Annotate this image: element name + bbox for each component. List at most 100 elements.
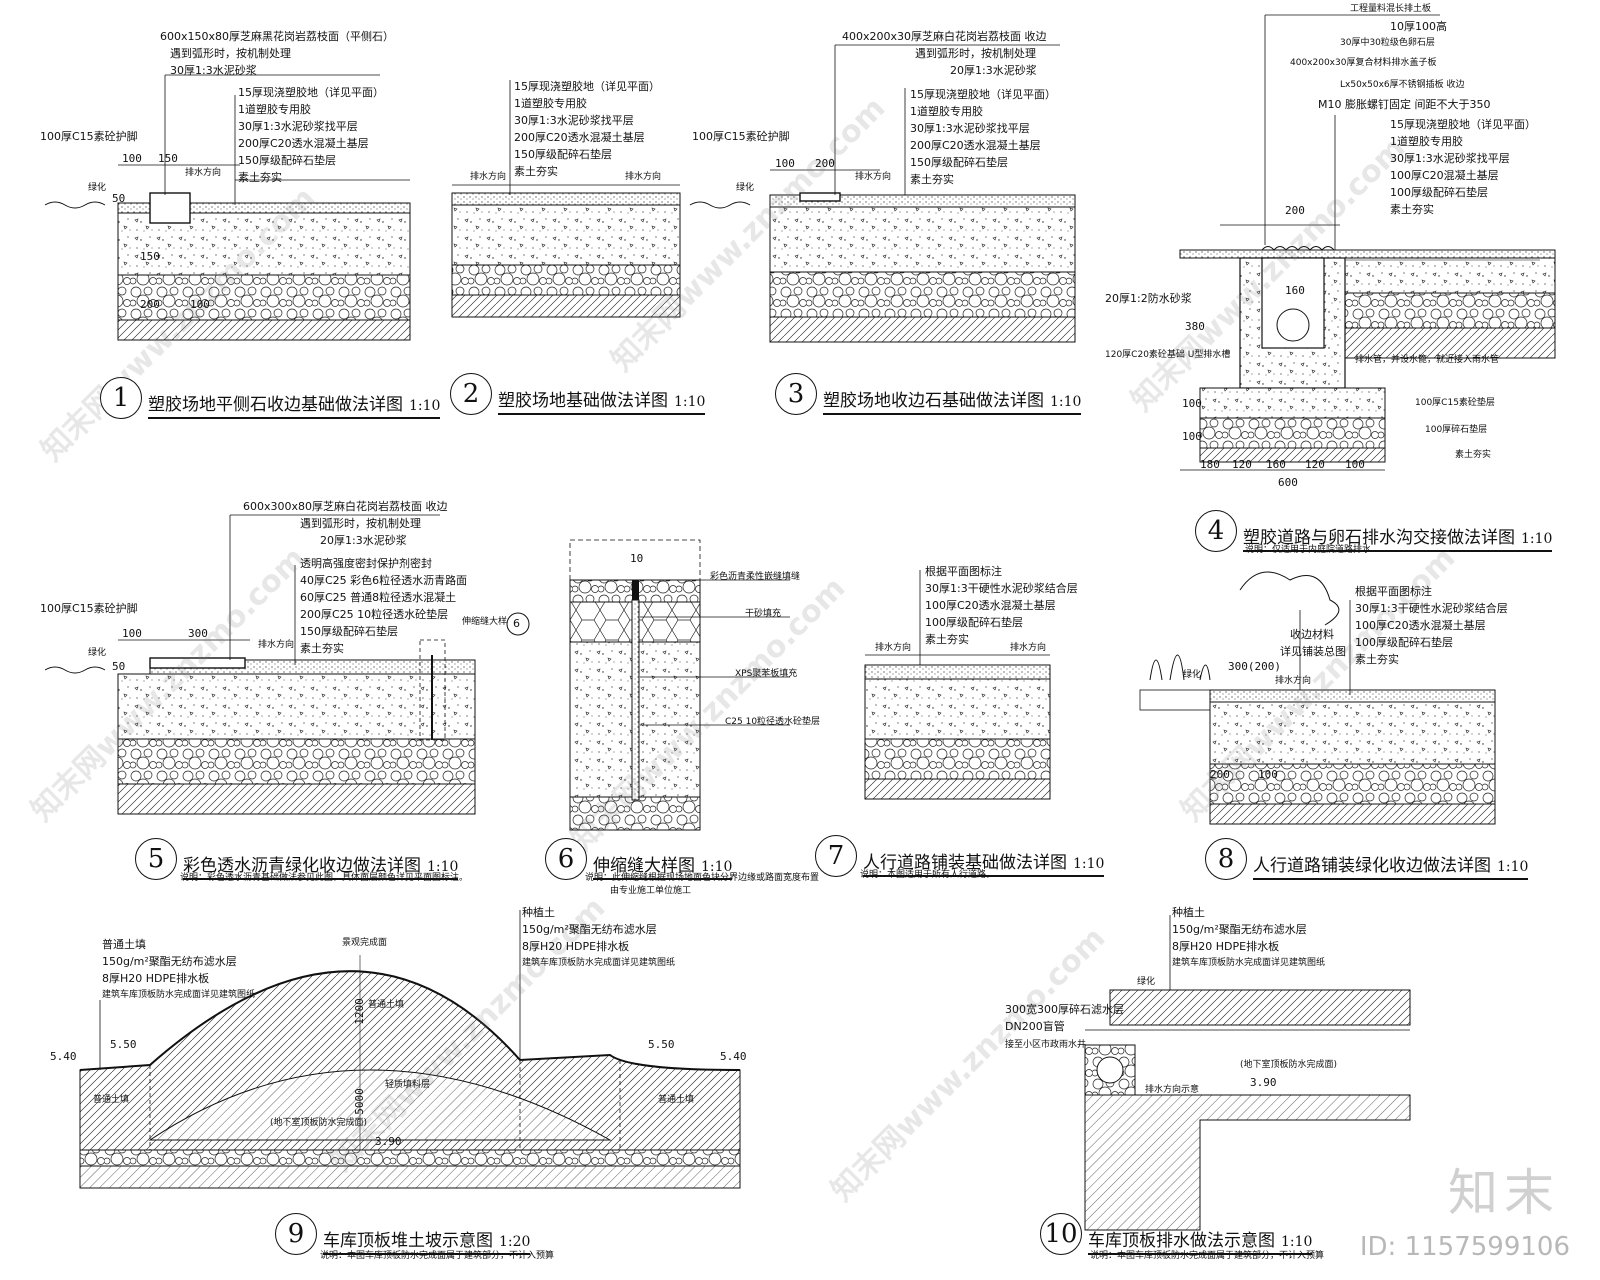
dimension: 10 [630, 552, 644, 565]
detail-10-label: 绿化 [1137, 977, 1156, 987]
elevation: 5.50 [110, 1038, 137, 1051]
dimension: 200 [1210, 768, 1230, 781]
layer-label: 15厚现浇塑胶地（详见平面） [514, 80, 660, 93]
layer-label: 素土夯实 [1390, 203, 1434, 216]
layer-label: 1道塑胶专用胶 [238, 103, 311, 116]
note-line: 遇到弧形时，按机制处理 [915, 47, 1036, 60]
layer-label: 素土夯实 [925, 633, 969, 646]
dimension: 160 [1285, 284, 1305, 297]
note-line: 8厚H20 HDPE排水板 [102, 972, 210, 985]
dimension: 150 [158, 152, 178, 165]
dimension: 100 [190, 298, 210, 311]
detail-7-section [864, 570, 1051, 800]
detail-number: 5 [135, 838, 177, 880]
note-line: 建筑车库顶板防水完成面详见建筑图纸 [102, 990, 256, 1000]
detail-6-note: 由专业施工单位施工 [610, 886, 692, 896]
detail-1-green-label: 绿化 [88, 183, 107, 193]
note-line: 400x200x30厚复合材料排水盖子板 [1290, 58, 1437, 68]
layer-label: 100厚C20混凝土基层 [1390, 169, 1499, 182]
dimension: 100 [122, 627, 142, 640]
dimension: 380 [1185, 320, 1205, 333]
note-line: M10 膨胀螺钉固定 间距不大于350 [1318, 98, 1491, 111]
detail-9-label: 轻质填料层 [385, 1080, 431, 1090]
detail-10-section [1084, 915, 1411, 1231]
detail-4-right-note: 100厚C15素砼垫层 [1415, 398, 1495, 408]
detail-9-note: 说明：本图车库顶板防水完成面属于建筑部分，不计入预算 [320, 1251, 555, 1261]
layer-label: 200厚C25 10粒径透水砼垫层 [300, 608, 449, 621]
layer-label: 150厚级配碎石垫层 [238, 154, 336, 167]
detail-number: 4 [1195, 510, 1237, 552]
detail-9-label: 普通土填 [93, 1095, 130, 1105]
detail-4-right-note: 100厚碎石垫层 [1425, 425, 1488, 435]
layer-label: 1道塑胶专用胶 [514, 97, 587, 110]
detail-10-label: 排水方向示意 [1145, 1085, 1200, 1095]
layer-label: 素土夯实 [514, 165, 558, 178]
dimension: 200 [1285, 204, 1305, 217]
detail-3-section [689, 44, 1076, 343]
dimension: 300 [188, 627, 208, 640]
layer-label: 15厚现浇塑胶地（详见平面） [238, 86, 384, 99]
detail-10-label: (地下室顶板防水完成面) [1240, 1060, 1338, 1070]
detail-8-edge-label: 详见铺装总图 [1280, 645, 1346, 658]
detail-6-label: XPS聚苯板填充 [735, 669, 798, 679]
note-line: 150g/m²聚酯无纺布滤水层 [102, 955, 237, 968]
layer-label: 30厚1:3水泥砂浆找平层 [238, 120, 358, 133]
detail-number: 2 [450, 373, 492, 415]
detail-9-label: 普通土填 [658, 1095, 695, 1105]
detail-6-label: 彩色沥青柔性嵌缝填缝 [710, 572, 801, 582]
layer-label: 1道塑胶专用胶 [910, 105, 983, 118]
detail-1-section [44, 74, 411, 341]
note-line: 10厚100高 [1390, 20, 1447, 33]
note-line: 150g/m²聚酯无纺布滤水层 [1172, 923, 1307, 936]
detail-number: 9 [275, 1213, 317, 1255]
dimension: 100 [775, 157, 795, 170]
detail-3-green-label: 绿化 [736, 183, 755, 193]
elevation: 5.40 [720, 1050, 747, 1063]
dimension: 180 [1200, 458, 1220, 471]
dimension: 160 [1266, 458, 1286, 471]
dimension: 120 [1232, 458, 1252, 471]
note-line: 种植土 [1172, 906, 1205, 919]
detail-3-left-note: 100厚C15素砼护脚 [692, 130, 790, 143]
layer-label: 150厚级配碎石垫层 [300, 625, 398, 638]
layer-label: 根据平面图标注 [1355, 585, 1432, 598]
detail-2-drain-label: 排水方向 [625, 172, 662, 182]
note-line: 普通土填 [102, 938, 146, 951]
layer-label: 100厚级配碎石垫层 [1390, 186, 1488, 199]
layer-label: 15厚现浇塑胶地（详见平面） [910, 88, 1056, 101]
detail-7-drain-label: 排水方向 [1010, 643, 1047, 653]
note-line: 30厚1:3水泥砂浆 [170, 64, 257, 77]
layer-label: 30厚1:3水泥砂浆找平层 [1390, 152, 1510, 165]
detail-2-drain-label: 排水方向 [470, 172, 507, 182]
detail-6-section [569, 539, 790, 831]
detail-8-drain-label: 排水方向 [1275, 676, 1312, 686]
dimension: 150 [140, 250, 160, 263]
detail-9-label: (地下室顶板防水完成面) [270, 1118, 368, 1128]
layer-label: 150厚级配碎石垫层 [910, 156, 1008, 169]
brand-id: ID: 1157599106 [1359, 1232, 1570, 1262]
detail-10-left-note: DN200盲管 [1005, 1020, 1065, 1033]
layer-label: 素土夯实 [1355, 653, 1399, 666]
layer-label: 30厚1:3水泥砂浆找平层 [910, 122, 1030, 135]
detail-1-left-note: 100厚C15素砼护脚 [40, 130, 138, 143]
detail-9-section [79, 910, 741, 1189]
detail-8-section [1139, 571, 1496, 825]
brand-logo-text: 知末 [1448, 1164, 1560, 1222]
detail-4-note: 说明：仅适用于内庭院道路排水 [1245, 545, 1372, 555]
note-line: 工程量料混长排土板 [1350, 4, 1432, 14]
